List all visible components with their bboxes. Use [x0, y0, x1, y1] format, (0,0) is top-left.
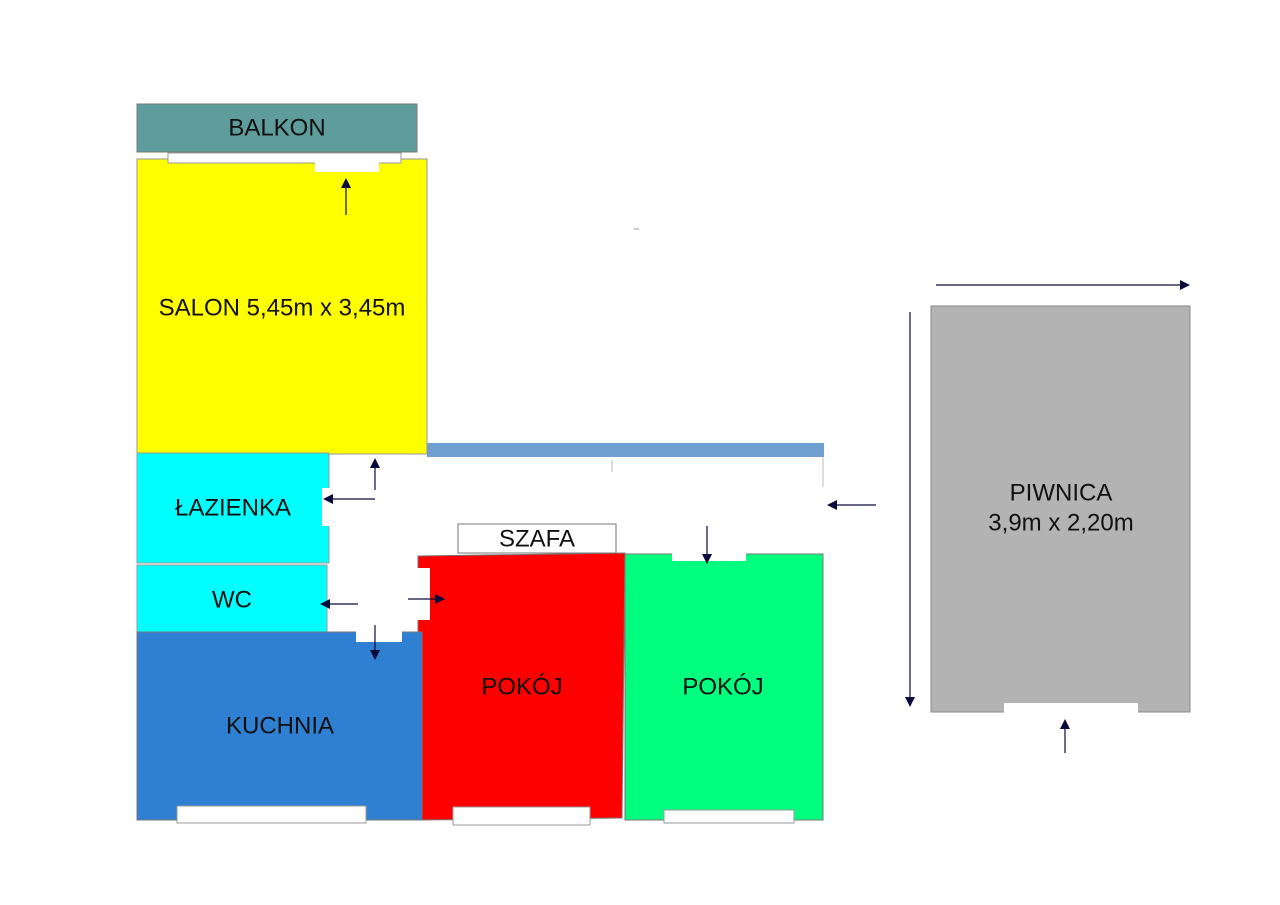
pokoj-red-room: [417, 552, 626, 821]
piwnica-label-line1: PIWNICA: [1010, 479, 1113, 506]
szafa-label: SZAFA: [499, 525, 575, 552]
pokoj-red-door-opening: [410, 568, 430, 620]
salon-door-opening: [315, 160, 379, 172]
piwnica-label-line2: 3,9m x 2,20m: [988, 509, 1133, 536]
kuchnia-window: [176, 805, 367, 824]
lazienka-door-opening: [322, 488, 332, 526]
corridor-wall: [427, 443, 824, 457]
salon-room: [136, 158, 428, 455]
piwnica-door-opening: [1004, 703, 1138, 714]
pokoj-green-door-opening: [672, 551, 746, 561]
pokoj-green-label: POKÓJ: [682, 673, 763, 700]
pokoj-red-label: POKÓJ: [481, 673, 562, 700]
wc-room: [136, 564, 328, 634]
szafa-box: [457, 523, 617, 554]
pokoj-red-window: [452, 806, 591, 826]
kuchnia-door-opening: [356, 630, 402, 642]
pokoj-green-window: [663, 809, 795, 824]
pokoj-green-room: [624, 553, 824, 821]
balkon-label: BALKON: [228, 114, 325, 141]
piwnica-room: [930, 305, 1191, 713]
kuchnia-label: KUCHNIA: [226, 712, 334, 739]
balkon-room: [136, 103, 418, 153]
lazienka-label: ŁAZIENKA: [175, 494, 291, 521]
wc-label: WC: [212, 586, 252, 613]
lazienka-room: [136, 452, 330, 564]
salon-window: [167, 152, 402, 164]
kuchnia-room: [136, 631, 423, 821]
salon-label: SALON 5,45m x 3,45m: [159, 294, 406, 321]
